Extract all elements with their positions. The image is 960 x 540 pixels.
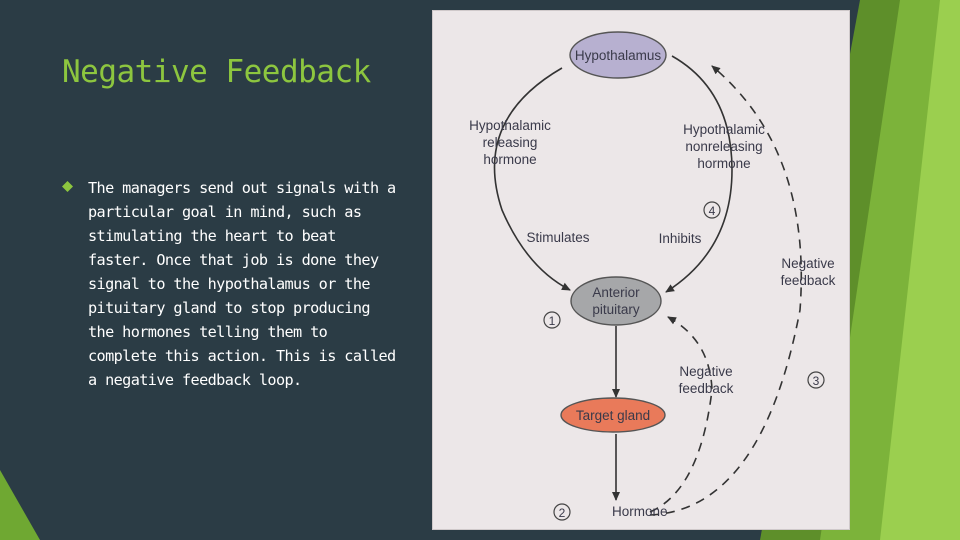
paper-background <box>432 10 850 530</box>
nonreleasing-hormone-line1: Hypothalamic <box>683 122 765 137</box>
step-marker-3: 3 <box>807 371 825 389</box>
diagram-photo: Hypothalamus Anterior pituitary Target g… <box>432 10 850 530</box>
hypothalamus-label: Hypothalamus <box>575 48 662 63</box>
arrow-left-arc <box>493 67 571 291</box>
step-marker-4: 4 <box>703 201 721 219</box>
anterior-pituitary-node <box>570 276 662 326</box>
arrow-feedback-inner <box>649 316 713 513</box>
releasing-hormone-line3: hormone <box>483 152 536 167</box>
releasing-hormone-line2: releasing <box>483 135 538 150</box>
nonreleasing-hormone-line3: hormone <box>697 156 750 171</box>
arrow-right-arc <box>665 55 733 293</box>
negative-feedback-outer-line1: Negative <box>781 256 834 271</box>
anterior-pituitary-label-line1: Anterior <box>592 285 640 300</box>
negative-feedback-inner-line2: feedback <box>679 381 734 396</box>
diamond-bullet-icon <box>62 181 73 192</box>
anterior-pituitary-label-line2: pituitary <box>592 302 640 317</box>
svg-text:3: 3 <box>813 374 820 388</box>
target-gland-node <box>560 397 666 433</box>
arrow-feedback-outer <box>649 65 803 516</box>
releasing-hormone-line1: Hypothalamic <box>469 118 551 133</box>
slide-title: Negative Feedback <box>62 54 371 90</box>
bullet-text: The managers send out signals with a par… <box>88 179 396 389</box>
deco-shape-light-green <box>880 0 960 540</box>
nonreleasing-hormone-line2: nonreleasing <box>685 139 762 154</box>
target-gland-label: Target gland <box>576 408 650 423</box>
hypothalamus-node <box>569 31 667 79</box>
stimulates-label: Stimulates <box>526 230 589 245</box>
step-marker-1: 1 <box>543 311 561 329</box>
svg-text:4: 4 <box>709 204 716 218</box>
hormone-label: Hormone <box>612 504 668 519</box>
negative-feedback-outer-line2: feedback <box>781 273 836 288</box>
negative-feedback-inner-line1: Negative <box>679 364 732 379</box>
inhibits-label: Inhibits <box>659 231 702 246</box>
deco-shape-bottom-left <box>0 470 40 540</box>
svg-text:1: 1 <box>549 314 556 328</box>
svg-text:2: 2 <box>559 506 566 520</box>
step-marker-2: 2 <box>553 503 571 521</box>
